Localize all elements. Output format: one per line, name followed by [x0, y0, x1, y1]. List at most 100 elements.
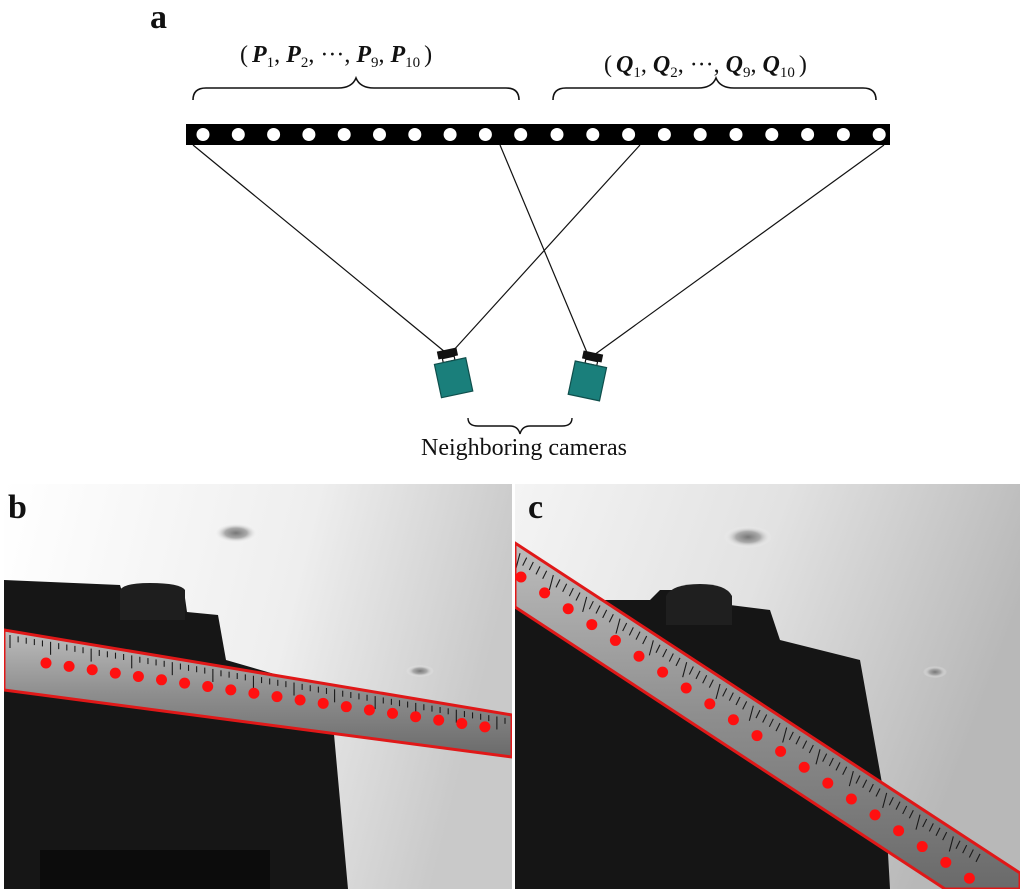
bar-hole	[408, 128, 422, 141]
tape-tick	[648, 640, 654, 656]
tape-tick	[795, 735, 801, 745]
cameras-brace	[467, 417, 573, 435]
tape-tick	[682, 662, 688, 678]
tape-tick	[882, 792, 888, 809]
tape-tick	[688, 666, 694, 675]
marker-point	[156, 674, 167, 686]
bar-hole	[478, 128, 492, 141]
tape-tick	[562, 583, 568, 593]
tape-tick	[735, 696, 741, 706]
tape-tick	[608, 614, 614, 623]
panel-c: c	[515, 484, 1020, 889]
tape-tick	[542, 570, 548, 579]
marker-point	[893, 825, 905, 837]
right-set-label: (Q1, Q2, ···, Q9, Q10)	[604, 52, 807, 81]
tape-tick	[702, 675, 708, 684]
tape-tick	[722, 688, 728, 697]
tape-tick	[602, 609, 608, 619]
tape-ticks	[515, 553, 981, 863]
bar-hole	[337, 128, 351, 141]
marker-point	[963, 872, 975, 884]
marker-point	[479, 721, 491, 733]
tape-tick	[788, 731, 794, 741]
tape-tick	[655, 644, 661, 653]
ceiling-light	[724, 526, 772, 548]
tape-tick	[782, 727, 788, 743]
sight-line	[593, 144, 885, 356]
tape-tick	[768, 718, 774, 728]
tape-outline	[515, 541, 1020, 889]
sight-line	[451, 144, 641, 353]
tape-tick	[775, 722, 781, 732]
marker-point	[940, 856, 952, 868]
tape-tick	[528, 561, 534, 571]
bar-hole	[550, 128, 564, 141]
tape-tick	[868, 783, 874, 793]
tape-tick	[628, 627, 634, 636]
panel-b-letter: b	[8, 489, 27, 526]
tape-tick	[588, 600, 594, 610]
marker-point	[775, 745, 787, 757]
tape-tick	[955, 840, 961, 850]
bar-hole	[373, 128, 386, 141]
tape-tick	[535, 566, 541, 575]
marker-point	[433, 714, 445, 726]
marker-point	[515, 571, 527, 583]
camera-left	[433, 347, 474, 399]
marker-point	[727, 714, 739, 726]
sight-line	[499, 144, 589, 356]
marker-point	[225, 684, 237, 696]
tape-tick	[642, 635, 648, 645]
marker-point	[586, 619, 598, 631]
marker-point	[916, 841, 928, 853]
marker-point	[387, 707, 398, 719]
tape-tick	[875, 788, 881, 797]
tape-tick	[635, 631, 641, 640]
bar-hole	[765, 128, 779, 141]
marker-point	[340, 701, 352, 713]
marker-point	[751, 730, 763, 742]
panel-b: b	[4, 484, 512, 889]
marker-point	[40, 657, 52, 669]
camera-lens	[581, 350, 604, 363]
marker-point	[845, 793, 857, 805]
cameras-label: Neighboring cameras	[421, 435, 627, 461]
bar-hole	[267, 128, 281, 141]
tape-tick	[908, 810, 914, 819]
bar-holes	[196, 128, 886, 141]
tape-tick	[742, 701, 748, 710]
panel-a: a (P1, P2, ···, P9, P10) (Q1, Q2, ···, Q…	[150, 0, 890, 461]
marker-point	[410, 711, 422, 723]
bar-hole	[836, 128, 850, 141]
marker-point	[456, 717, 468, 729]
tape-tick	[862, 779, 868, 789]
marker-point	[657, 666, 669, 678]
bar-hole	[196, 128, 210, 141]
bar-hole	[657, 128, 671, 141]
bar-hole	[443, 128, 457, 141]
bar-hole	[231, 128, 245, 141]
marker-point	[704, 698, 716, 710]
marker-point	[202, 681, 214, 693]
tape-tick	[948, 836, 954, 852]
tape-tick	[515, 553, 521, 569]
tape-tick	[928, 823, 934, 832]
camera-body	[433, 357, 474, 399]
marker-points	[40, 657, 491, 733]
left-brace	[192, 75, 520, 101]
marker-point	[271, 691, 283, 703]
measuring-tape	[515, 543, 1020, 889]
tape-tick	[762, 714, 768, 723]
panel-a-letter: a	[150, 0, 167, 36]
marker-point	[680, 682, 692, 694]
tape-tick	[822, 753, 828, 762]
bar-hole	[729, 128, 743, 141]
tape-tick	[828, 757, 834, 767]
tape-tick	[522, 557, 528, 566]
tape-tick	[935, 827, 941, 836]
tape-tick	[622, 622, 628, 632]
tape-tick	[708, 679, 714, 688]
bar-hole	[514, 128, 528, 141]
equipment-top	[120, 583, 185, 620]
